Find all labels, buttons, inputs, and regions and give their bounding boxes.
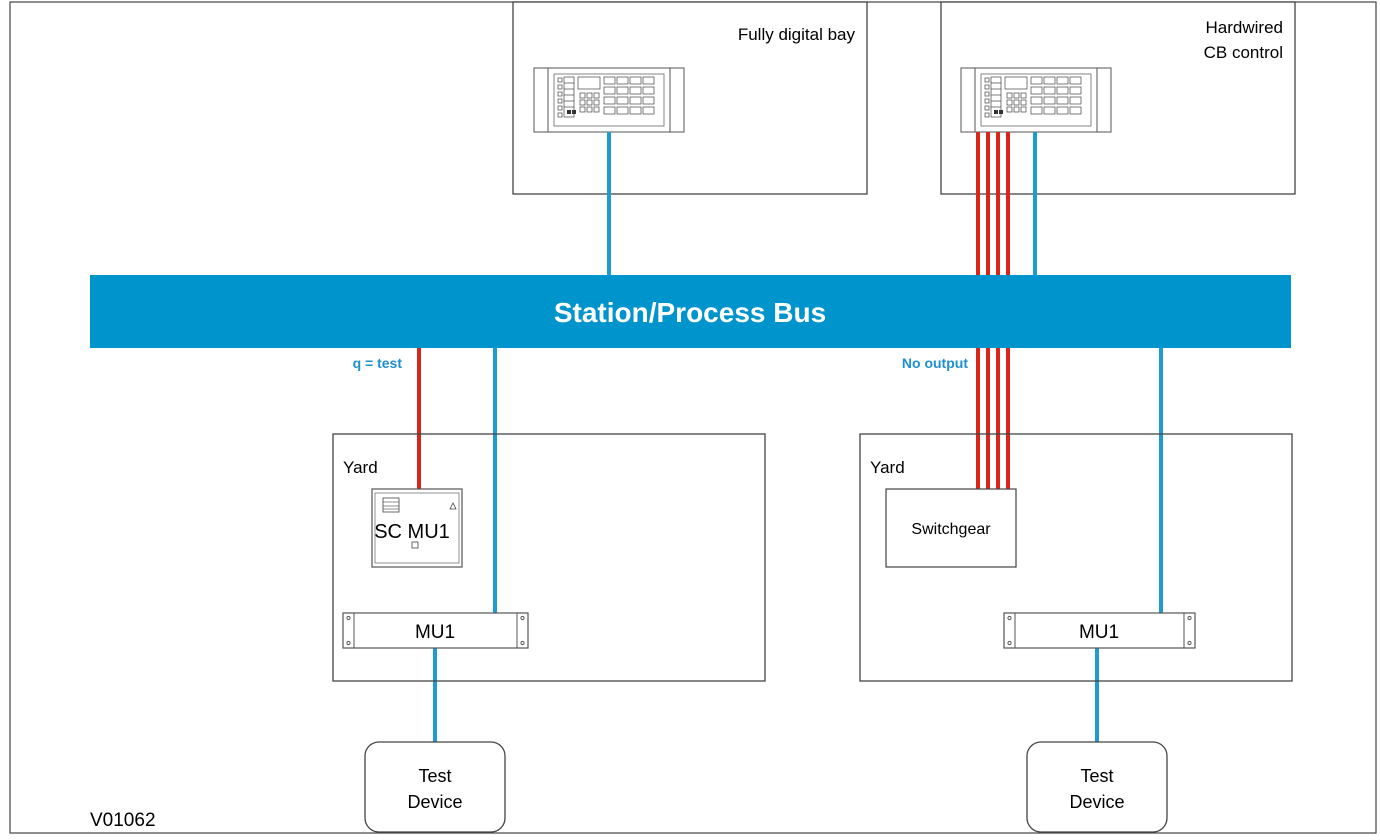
test-device-left-line1: Test [418, 766, 451, 786]
yard-label-left: Yard [343, 458, 378, 477]
switchgear-box [885, 488, 1017, 568]
mu1-label-right: MU1 [1079, 622, 1119, 643]
quality-label-right: No output [902, 355, 968, 371]
test-device-right-line2: Device [1069, 792, 1124, 812]
yard-box-left [332, 433, 766, 682]
bay-label-digital: Fully digital bay [738, 25, 856, 44]
test-device-right-line1: Test [1080, 766, 1113, 786]
quality-label-left: q = test [353, 355, 403, 371]
rack-merging-unit-icon [1003, 612, 1196, 649]
switchgear-label: Switchgear [911, 521, 991, 538]
yard-box-right [859, 433, 1293, 682]
rack-merging-unit-icon [342, 612, 529, 649]
test-device-right [1026, 741, 1168, 833]
ied-relay-icon [533, 67, 685, 133]
station-process-bus [90, 275, 1291, 348]
bus-label: Station/Process Bus [554, 297, 826, 328]
communication-links [433, 132, 1163, 742]
figure-id: V01062 [90, 810, 156, 831]
test-device-left-line2: Device [407, 792, 462, 812]
test-device-left [364, 741, 506, 833]
stand-alone-merging-unit-icon [371, 488, 463, 568]
mu1-label-left: MU1 [415, 622, 455, 643]
sc-mu1-label: SC MU1 [374, 521, 450, 543]
bay-label-hardwired-line2: CB control [1204, 43, 1283, 62]
bay-label-hardwired-line1: Hardwired [1206, 18, 1283, 37]
ied-relay-icon [960, 67, 1112, 133]
yard-label-right: Yard [870, 458, 905, 477]
